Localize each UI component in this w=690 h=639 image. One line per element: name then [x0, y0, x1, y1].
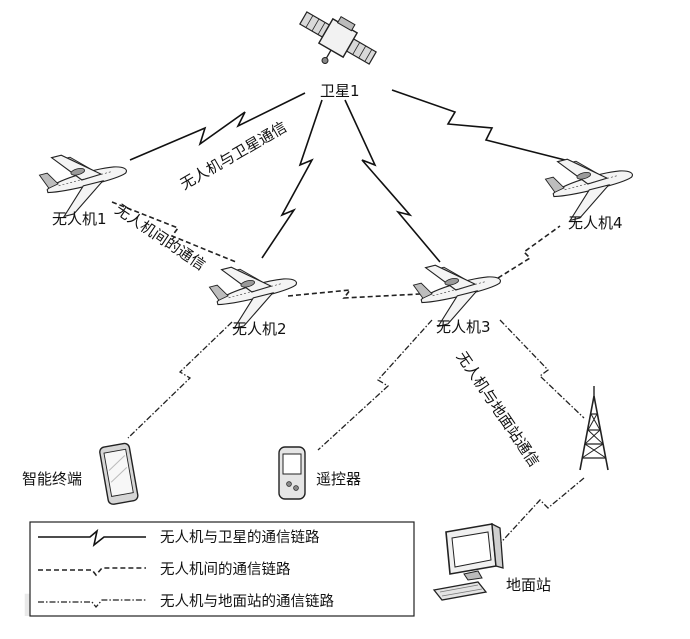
- link-sat-uav2: [261, 99, 323, 259]
- smart-terminal-label: 智能终端: [22, 470, 82, 488]
- link-uav1-uav2: [111, 201, 237, 263]
- legend-item-satellite: 无人机与卫星的通信链路: [38, 528, 320, 548]
- satellite-label: 卫星1: [320, 82, 360, 100]
- uav4-plane-icon: [541, 144, 641, 225]
- link-uav3-tower: [499, 319, 585, 419]
- satellite-links: [129, 89, 566, 263]
- ground-links: [127, 319, 585, 551]
- legend-label-inter-uav: 无人机间的通信链路: [160, 561, 291, 578]
- link-uav2-uav3: [287, 289, 421, 299]
- uav2-label: 无人机2: [232, 320, 287, 338]
- legend-swatch-ground: [38, 599, 146, 609]
- uav3-label: 无人机3: [436, 318, 491, 336]
- legend-item-inter-uav: 无人机间的通信链路: [38, 561, 291, 578]
- remote-control-icon: [278, 446, 306, 500]
- computer-icon: [432, 522, 504, 601]
- link-uav2-terminal: [127, 321, 233, 439]
- radio-tower-icon: [579, 386, 609, 471]
- remote-control-label: 遥控器: [316, 470, 361, 488]
- inter-uav-links: [111, 201, 561, 299]
- tablet-icon: [99, 442, 139, 505]
- inter-uav-link-label: 无人机间的通信: [112, 200, 209, 274]
- uav-ground-link-label: 无人机与地面站通信: [453, 348, 543, 470]
- link-uav3-uav4: [497, 225, 561, 279]
- legend-label-ground: 无人机与地面站的通信链路: [160, 593, 334, 610]
- uav-satellite-link-label: 无人机与卫星通信: [177, 118, 290, 194]
- legend-label-satellite: 无人机与卫星的通信链路: [160, 529, 320, 546]
- link-tower-station: [493, 477, 585, 551]
- legend-swatch-inter-uav: [38, 567, 146, 577]
- link-sat-uav3: [344, 99, 441, 263]
- link-sat-uav1: [129, 92, 306, 161]
- uav1-label: 无人机1: [52, 210, 107, 228]
- satellite-icon: [299, 11, 377, 65]
- legend-swatch-satellite: [38, 528, 146, 548]
- legend: 无人机与卫星的通信链路 无人机间的通信链路 无人机与地面站的通信链路: [29, 521, 415, 617]
- legend-item-ground: 无人机与地面站的通信链路: [38, 593, 334, 610]
- ground-station-label: 地面站: [506, 576, 551, 594]
- link-uav3-remote: [317, 319, 433, 451]
- uav4-label: 无人机4: [568, 214, 623, 232]
- legend-box: [29, 521, 415, 617]
- link-sat-uav4: [391, 89, 566, 161]
